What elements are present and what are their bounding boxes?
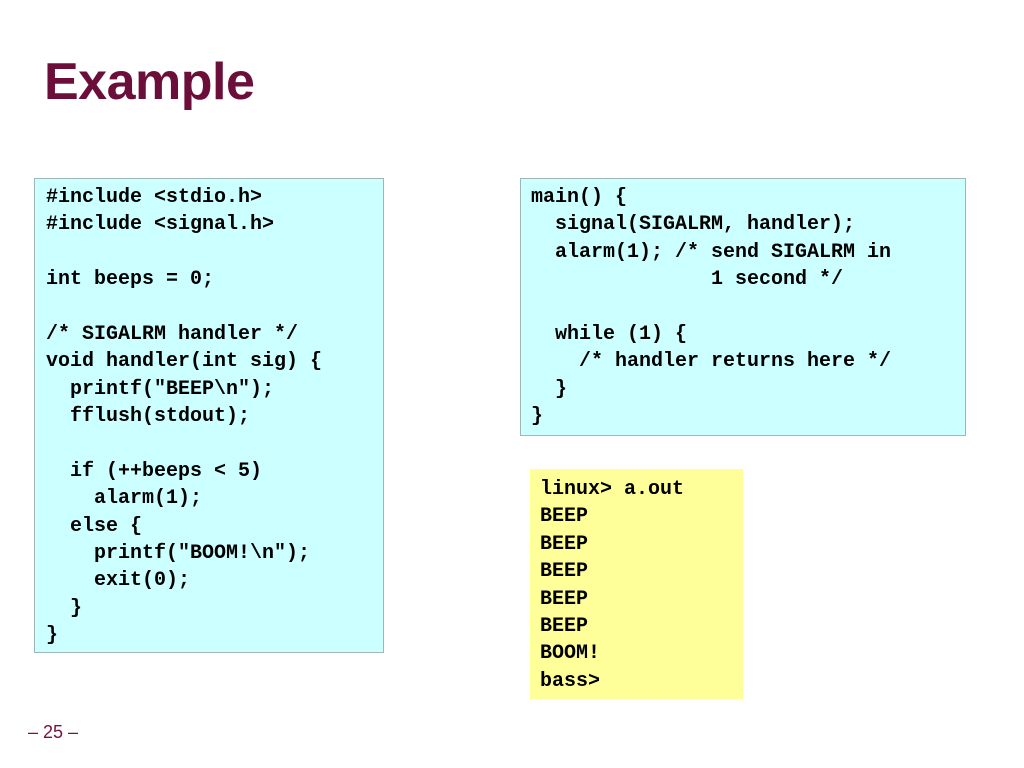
- code-line: while (1) {: [531, 322, 688, 346]
- code-line: void handler(int sig) {: [46, 350, 323, 374]
- code-line: printf("BOOM!\n");: [46, 542, 311, 566]
- code-line: alarm(1); /* send SIGALRM in: [531, 240, 892, 264]
- code-line: [46, 294, 383, 321]
- code-line: 1 second */: [531, 268, 844, 292]
- code-line: BEEP: [540, 560, 589, 584]
- code-line: signal(SIGALRM, handler);: [531, 213, 856, 237]
- code-line: #include <stdio.h>: [46, 186, 263, 209]
- code-line: printf("BEEP\n");: [46, 377, 275, 401]
- code-line: int beeps = 0;: [46, 268, 215, 292]
- code-line: BOOM!: [540, 642, 601, 666]
- code-line: alarm(1);: [46, 487, 203, 511]
- code-line: [531, 294, 965, 321]
- code-line: linux> a.out: [540, 478, 685, 501]
- code-line: BEEP: [540, 614, 589, 638]
- code-line: exit(0);: [46, 569, 191, 593]
- code-line: BEEP: [540, 587, 589, 611]
- page-number: – 25 –: [28, 722, 79, 742]
- code-line: }: [531, 377, 568, 401]
- code-line: /* SIGALRM handler */: [46, 322, 299, 346]
- code-line: /* handler returns here */: [531, 350, 892, 374]
- handler-code-block: #include <stdio.h> #include <signal.h> int…: [34, 178, 384, 653]
- code-line: main() {: [531, 186, 628, 209]
- slide-title: Example: [44, 53, 255, 111]
- code-line: BEEP: [540, 532, 589, 556]
- code-line: [46, 431, 383, 458]
- code-line: }: [531, 405, 544, 429]
- code-line: bass>: [540, 669, 601, 693]
- code-line: fflush(stdout);: [46, 405, 251, 429]
- code-line: BEEP: [540, 505, 589, 529]
- code-line: }: [46, 596, 83, 620]
- code-line: if (++beeps < 5): [46, 459, 263, 483]
- code-line: }: [46, 624, 59, 648]
- main-code-block: main() { signal(SIGALRM, handler); alarm…: [520, 178, 966, 436]
- code-line: #include <signal.h>: [46, 213, 275, 237]
- code-line: else {: [46, 514, 143, 538]
- code-line: [46, 239, 383, 266]
